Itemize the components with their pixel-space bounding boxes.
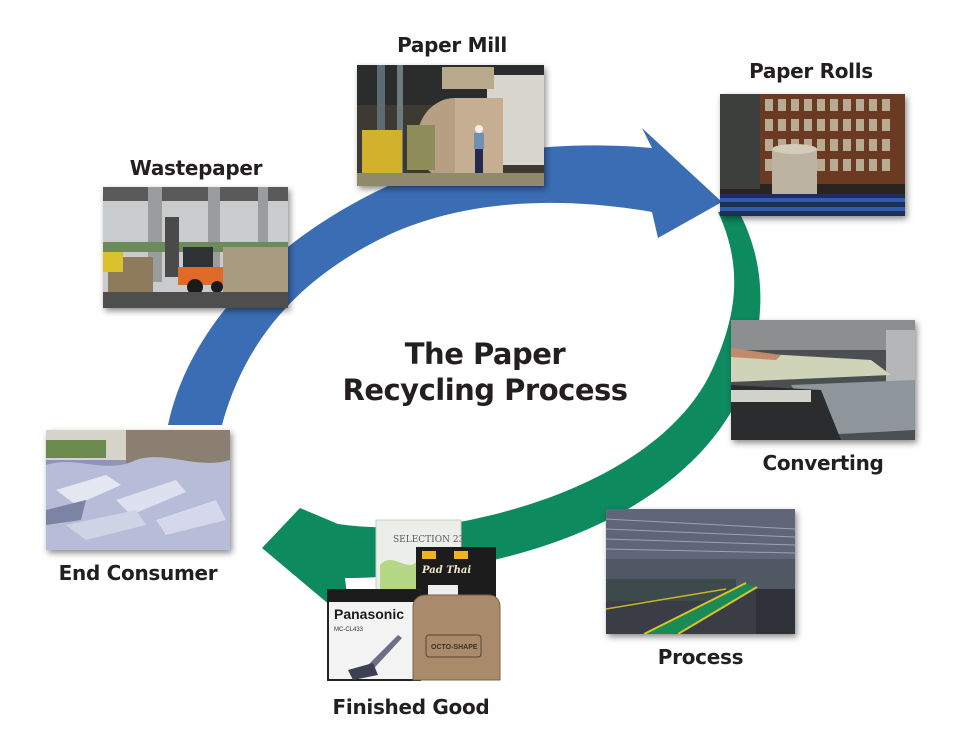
label-paper-rolls: Paper Rolls <box>749 59 873 83</box>
finished-good-products: SELECTION 23 Pad Thai Panasonic MC-CL433… <box>318 515 504 690</box>
title-line-1: The Paper <box>404 337 566 371</box>
label-end-consumer: End Consumer <box>58 561 218 585</box>
vacuum-model-label: MC-CL433 <box>334 627 364 633</box>
panasonic-label: Panasonic <box>334 606 404 622</box>
pad-thai-label: Pad Thai <box>421 565 471 576</box>
diagram-title: The Paper Recycling Process <box>330 336 640 408</box>
blue-cycle-arrow <box>168 128 722 425</box>
octo-shape-label: OCTO-SHAPE <box>431 644 478 651</box>
label-paper-mill: Paper Mill <box>397 33 507 57</box>
end-consumer-photo <box>46 430 230 550</box>
wine-box-label: SELECTION 23 <box>393 535 465 545</box>
paper-mill-photo <box>357 65 544 186</box>
green-cycle-arrow <box>262 210 761 622</box>
label-process: Process <box>657 645 744 669</box>
process-photo <box>606 509 795 634</box>
title-line-2: Recycling Process <box>342 373 628 407</box>
label-converting: Converting <box>762 451 884 475</box>
wastepaper-photo <box>103 187 288 308</box>
converting-photo <box>731 320 915 440</box>
cardboard-box <box>412 594 501 681</box>
label-wastepaper: Wastepaper <box>129 156 263 180</box>
label-finished-good: Finished Good <box>332 695 490 719</box>
paper-rolls-photo <box>720 94 905 216</box>
